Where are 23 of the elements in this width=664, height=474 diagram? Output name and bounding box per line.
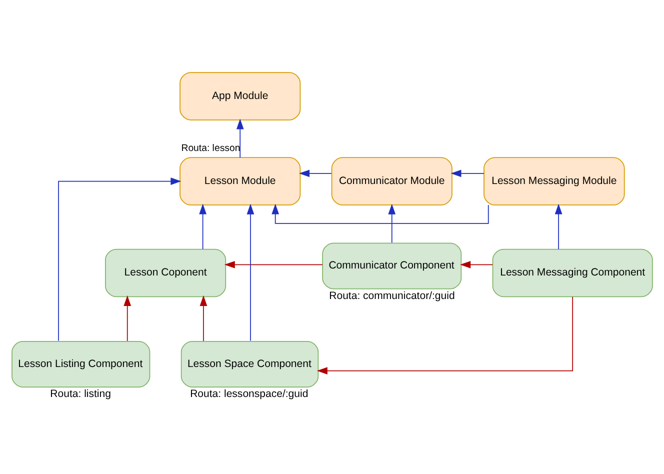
arrow — [236, 118, 244, 158]
node-box: Lesson Messaging Module — [484, 157, 625, 206]
node-box: Lesson Messaging Component — [492, 248, 653, 298]
node-label: Routa: listing — [50, 388, 111, 400]
arrow — [124, 295, 132, 342]
arrow — [199, 204, 206, 250]
node-label: Routa: lessonspace/:guid — [190, 388, 308, 400]
arrow — [316, 296, 574, 374]
arrow — [246, 204, 254, 342]
arrow — [460, 260, 493, 268]
node-box: App Module — [180, 72, 301, 120]
arrow — [272, 204, 489, 224]
arrow — [450, 170, 484, 178]
arrow — [554, 204, 562, 250]
node-box: Communicator Module — [331, 157, 452, 206]
arrow — [298, 170, 332, 178]
node-box: Lesson Module — [180, 157, 301, 206]
node-box: Lesson Coponent — [105, 248, 226, 298]
node-label: Routa: communicator/:guid — [329, 290, 455, 302]
arrow — [58, 178, 182, 342]
arrow — [200, 295, 208, 342]
arrow — [224, 260, 323, 268]
arrow — [388, 204, 396, 244]
